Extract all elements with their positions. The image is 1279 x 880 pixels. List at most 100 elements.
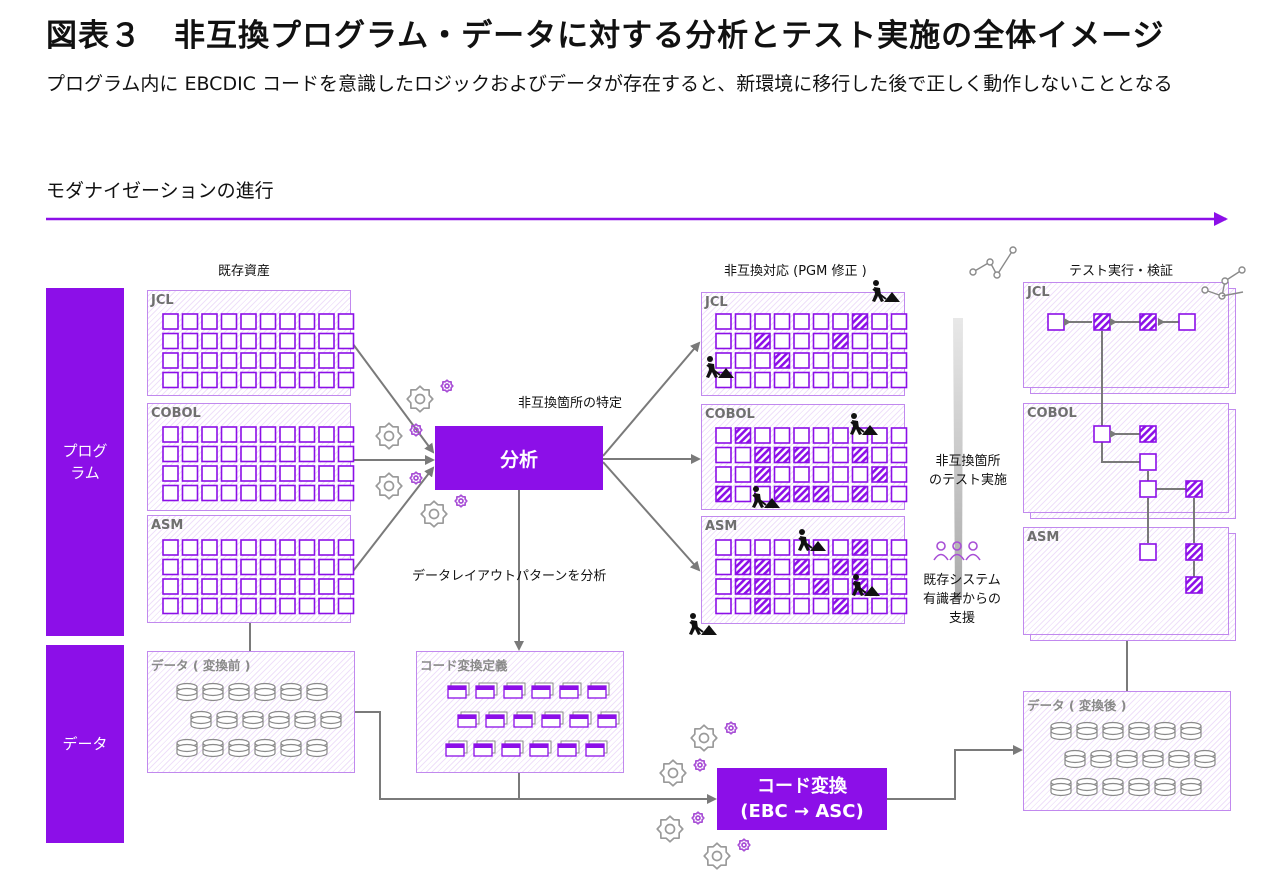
grid-cell [871, 539, 888, 556]
grid-cell [318, 352, 335, 369]
gear-icon [409, 471, 423, 485]
grid-cell [734, 597, 752, 615]
grid-cell [162, 313, 179, 330]
grid-cell [890, 352, 908, 369]
fix-cobol-grid [715, 427, 908, 503]
gear-icon [375, 472, 403, 500]
grid-cell [715, 485, 732, 503]
grid-cell [832, 332, 849, 350]
flow-node-changed [1139, 313, 1157, 331]
grid-cell [240, 426, 257, 443]
database-icon [320, 710, 342, 730]
test-flow-diagram [1047, 313, 1203, 594]
grid-cell [734, 558, 752, 576]
grid-cell [220, 578, 238, 595]
conversion-line1: コード変換 [757, 776, 847, 797]
database-icon [1050, 777, 1072, 797]
code-table-icon [457, 711, 480, 728]
grid-cell [851, 332, 869, 350]
grid-cell [181, 426, 199, 443]
grid-cell [812, 466, 830, 483]
grid-cell [890, 313, 908, 330]
database-icon [1102, 721, 1124, 741]
grid-cell [181, 597, 199, 615]
grid-cell [279, 578, 296, 595]
grid-cell [812, 371, 830, 389]
grid-cell [715, 558, 732, 576]
grid-cell [318, 313, 335, 330]
database-icon [1154, 721, 1176, 741]
grid-cell [754, 578, 771, 595]
band-data-label: データ [62, 735, 108, 753]
grid-cell [890, 427, 908, 444]
grid-cell [279, 371, 296, 389]
grid-cell [181, 313, 199, 330]
grid-cell [734, 313, 752, 330]
grid-cell [890, 597, 908, 615]
grid-cell [240, 313, 257, 330]
grid-cell [201, 426, 218, 443]
grid-cell [259, 465, 277, 482]
grid-cell [162, 539, 179, 556]
grid-cell [220, 539, 238, 556]
gear-icon [454, 494, 468, 508]
flow-node-changed [1185, 480, 1203, 498]
grid-cell [298, 445, 316, 463]
grid-cell [162, 465, 179, 482]
grid-cell [734, 539, 752, 556]
grid-cell [318, 371, 335, 389]
grid-cell [318, 597, 335, 615]
grid-cell [279, 558, 296, 576]
grid-cell [162, 426, 179, 443]
grid-cell [181, 371, 199, 389]
grid-cell [318, 465, 335, 482]
code-table-icon [557, 740, 580, 757]
code-table-icon [473, 740, 496, 757]
flow-arrowhead [1158, 318, 1165, 326]
grid-cell [773, 352, 791, 369]
panel-label: ASM [151, 518, 184, 533]
people-icon [933, 541, 981, 561]
grid-cell [734, 332, 752, 350]
grid-cell [754, 466, 771, 483]
grid-cell [220, 332, 238, 350]
grid-cell [279, 332, 296, 350]
arrow-data-to-conversion [353, 711, 717, 804]
grid-cell [201, 465, 218, 482]
grid-cell [832, 427, 849, 444]
grid-cell [337, 465, 355, 482]
arrow-asm-to-analysis [349, 466, 435, 576]
panel-label: JCL [1027, 285, 1050, 300]
code-table-icon [559, 682, 582, 699]
gear-icon [440, 379, 454, 393]
database-icon [1050, 721, 1072, 741]
grid-cell [793, 332, 810, 350]
panel-label: COBOL [705, 407, 755, 422]
flow-node-changed [1185, 543, 1203, 561]
grid-cell [754, 558, 771, 576]
grid-cell [793, 427, 810, 444]
grid-cell [240, 578, 257, 595]
database-icon [280, 682, 302, 702]
grid-cell [890, 539, 908, 556]
code-table-icon [447, 682, 470, 699]
grid-cell [318, 539, 335, 556]
flow-node [1139, 543, 1157, 561]
grid-cell [871, 371, 888, 389]
layout-analysis-label: データレイアウトパターンを分析 [412, 569, 607, 584]
grid-cell [181, 484, 199, 502]
grid-cell [773, 539, 791, 556]
grid-cell [715, 332, 732, 350]
grid-cell [812, 597, 830, 615]
identify-label: 非互換箇所の特定 [518, 396, 623, 411]
grid-cell [259, 558, 277, 576]
grid-cell [240, 371, 257, 389]
code-table-icon [569, 711, 592, 728]
grid-cell [832, 466, 849, 483]
data-after-label: データ ( 変換後 ) [1027, 698, 1127, 713]
data-before-label: データ ( 変換前 ) [151, 658, 251, 673]
grid-cell [715, 352, 732, 369]
analysis-box: 分析 [435, 426, 603, 490]
grid-cell [871, 446, 888, 464]
flow-line [1101, 331, 1140, 463]
